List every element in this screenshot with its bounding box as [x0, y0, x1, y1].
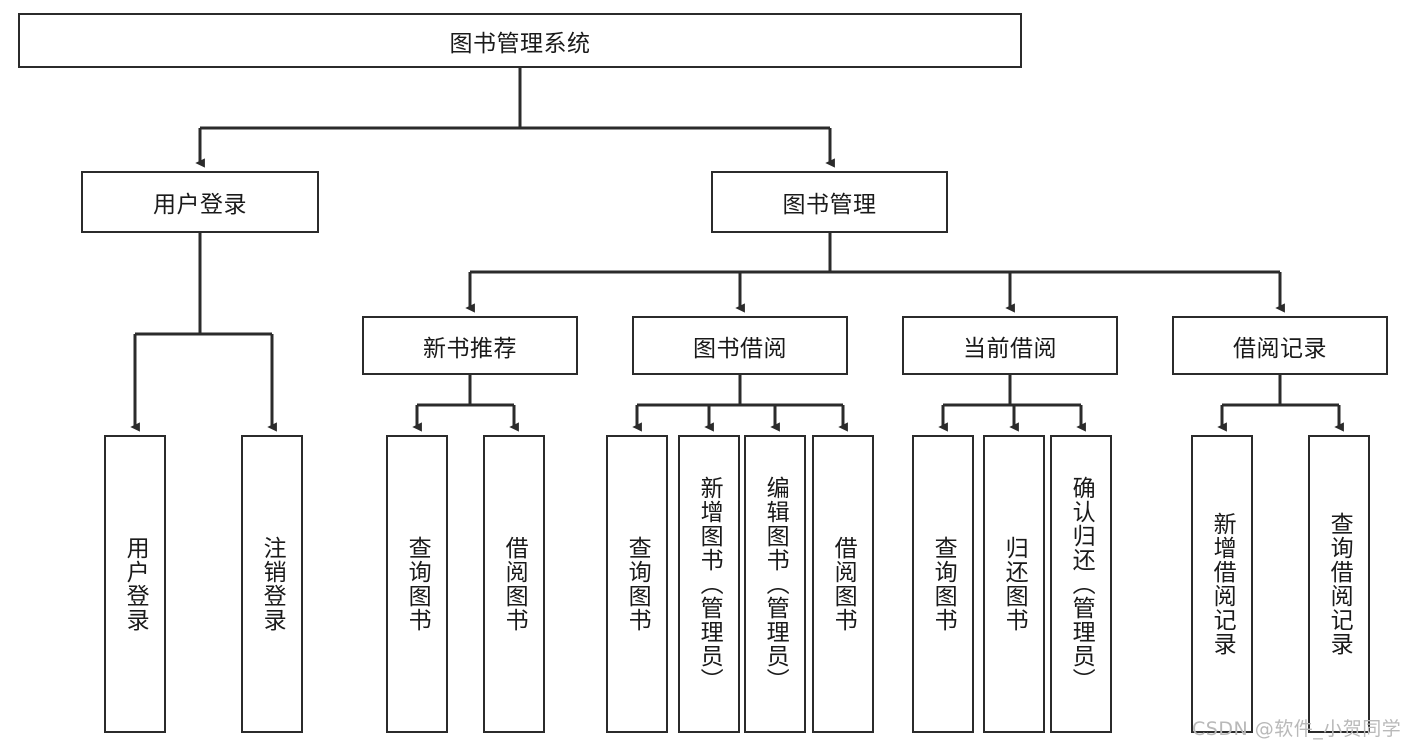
node-leaf-query-book-2-label: 查询图书 — [624, 536, 651, 632]
node-leaf-query-record-label: 查询借阅记录 — [1326, 512, 1353, 656]
csdn-watermark: CSDN @软件_小贺同学 — [1192, 714, 1401, 741]
node-leaf-logout-label: 注销登录 — [259, 536, 286, 632]
node-leaf-borrow-book-2-label: 借阅图书 — [830, 536, 857, 632]
csdn-watermark-text: CSDN @软件_小贺同学 — [1192, 718, 1402, 740]
node-leaf-add-record[interactable]: 新增借阅记录 — [1191, 435, 1253, 733]
node-leaf-query-book-2[interactable]: 查询图书 — [606, 435, 668, 733]
node-leaf-query-record[interactable]: 查询借阅记录 — [1308, 435, 1370, 733]
node-leaf-logout[interactable]: 注销登录 — [241, 435, 303, 733]
node-leaf-return-book-label: 归还图书 — [1001, 536, 1028, 632]
node-user-login-label: 用户登录 — [153, 192, 247, 218]
node-leaf-borrow-book-1-label: 借阅图书 — [501, 536, 528, 632]
node-leaf-query-book-1-label: 查询图书 — [404, 536, 431, 632]
node-borrow-record-label: 借阅记录 — [1233, 335, 1327, 362]
node-root-label: 图书管理系统 — [449, 30, 591, 57]
node-leaf-add-record-label: 新增借阅记录 — [1209, 512, 1236, 656]
node-new-book-recommend[interactable]: 新书推荐 — [362, 316, 578, 375]
node-leaf-query-book-1[interactable]: 查询图书 — [386, 435, 448, 733]
node-leaf-confirm-return-label: 确认归还（管理员） — [1068, 476, 1095, 692]
node-leaf-edit-book[interactable]: 编辑图书（管理员） — [744, 435, 806, 733]
node-leaf-user-login[interactable]: 用户登录 — [104, 435, 166, 733]
node-leaf-return-book[interactable]: 归还图书 — [983, 435, 1045, 733]
node-leaf-confirm-return[interactable]: 确认归还（管理员） — [1050, 435, 1112, 733]
node-leaf-query-book-3-label: 查询图书 — [930, 536, 957, 632]
node-book-borrow[interactable]: 图书借阅 — [632, 316, 848, 375]
node-leaf-query-book-3[interactable]: 查询图书 — [912, 435, 974, 733]
node-leaf-borrow-book-2[interactable]: 借阅图书 — [812, 435, 874, 733]
node-leaf-add-book[interactable]: 新增图书（管理员） — [678, 435, 740, 733]
node-leaf-user-login-label: 用户登录 — [122, 536, 149, 632]
node-borrow-record[interactable]: 借阅记录 — [1172, 316, 1388, 375]
node-leaf-add-book-label: 新增图书（管理员） — [696, 476, 723, 692]
node-book-manage-label: 图书管理 — [782, 192, 877, 218]
node-current-borrow[interactable]: 当前借阅 — [902, 316, 1118, 375]
node-new-book-recommend-label: 新书推荐 — [423, 335, 517, 362]
node-root[interactable]: 图书管理系统 — [18, 13, 1022, 68]
node-user-login[interactable]: 用户登录 — [81, 171, 319, 233]
node-leaf-borrow-book-1[interactable]: 借阅图书 — [483, 435, 545, 733]
node-book-manage[interactable]: 图书管理 — [711, 171, 948, 233]
node-book-borrow-label: 图书借阅 — [693, 335, 787, 362]
node-leaf-edit-book-label: 编辑图书（管理员） — [762, 476, 789, 692]
node-current-borrow-label: 当前借阅 — [963, 335, 1057, 362]
